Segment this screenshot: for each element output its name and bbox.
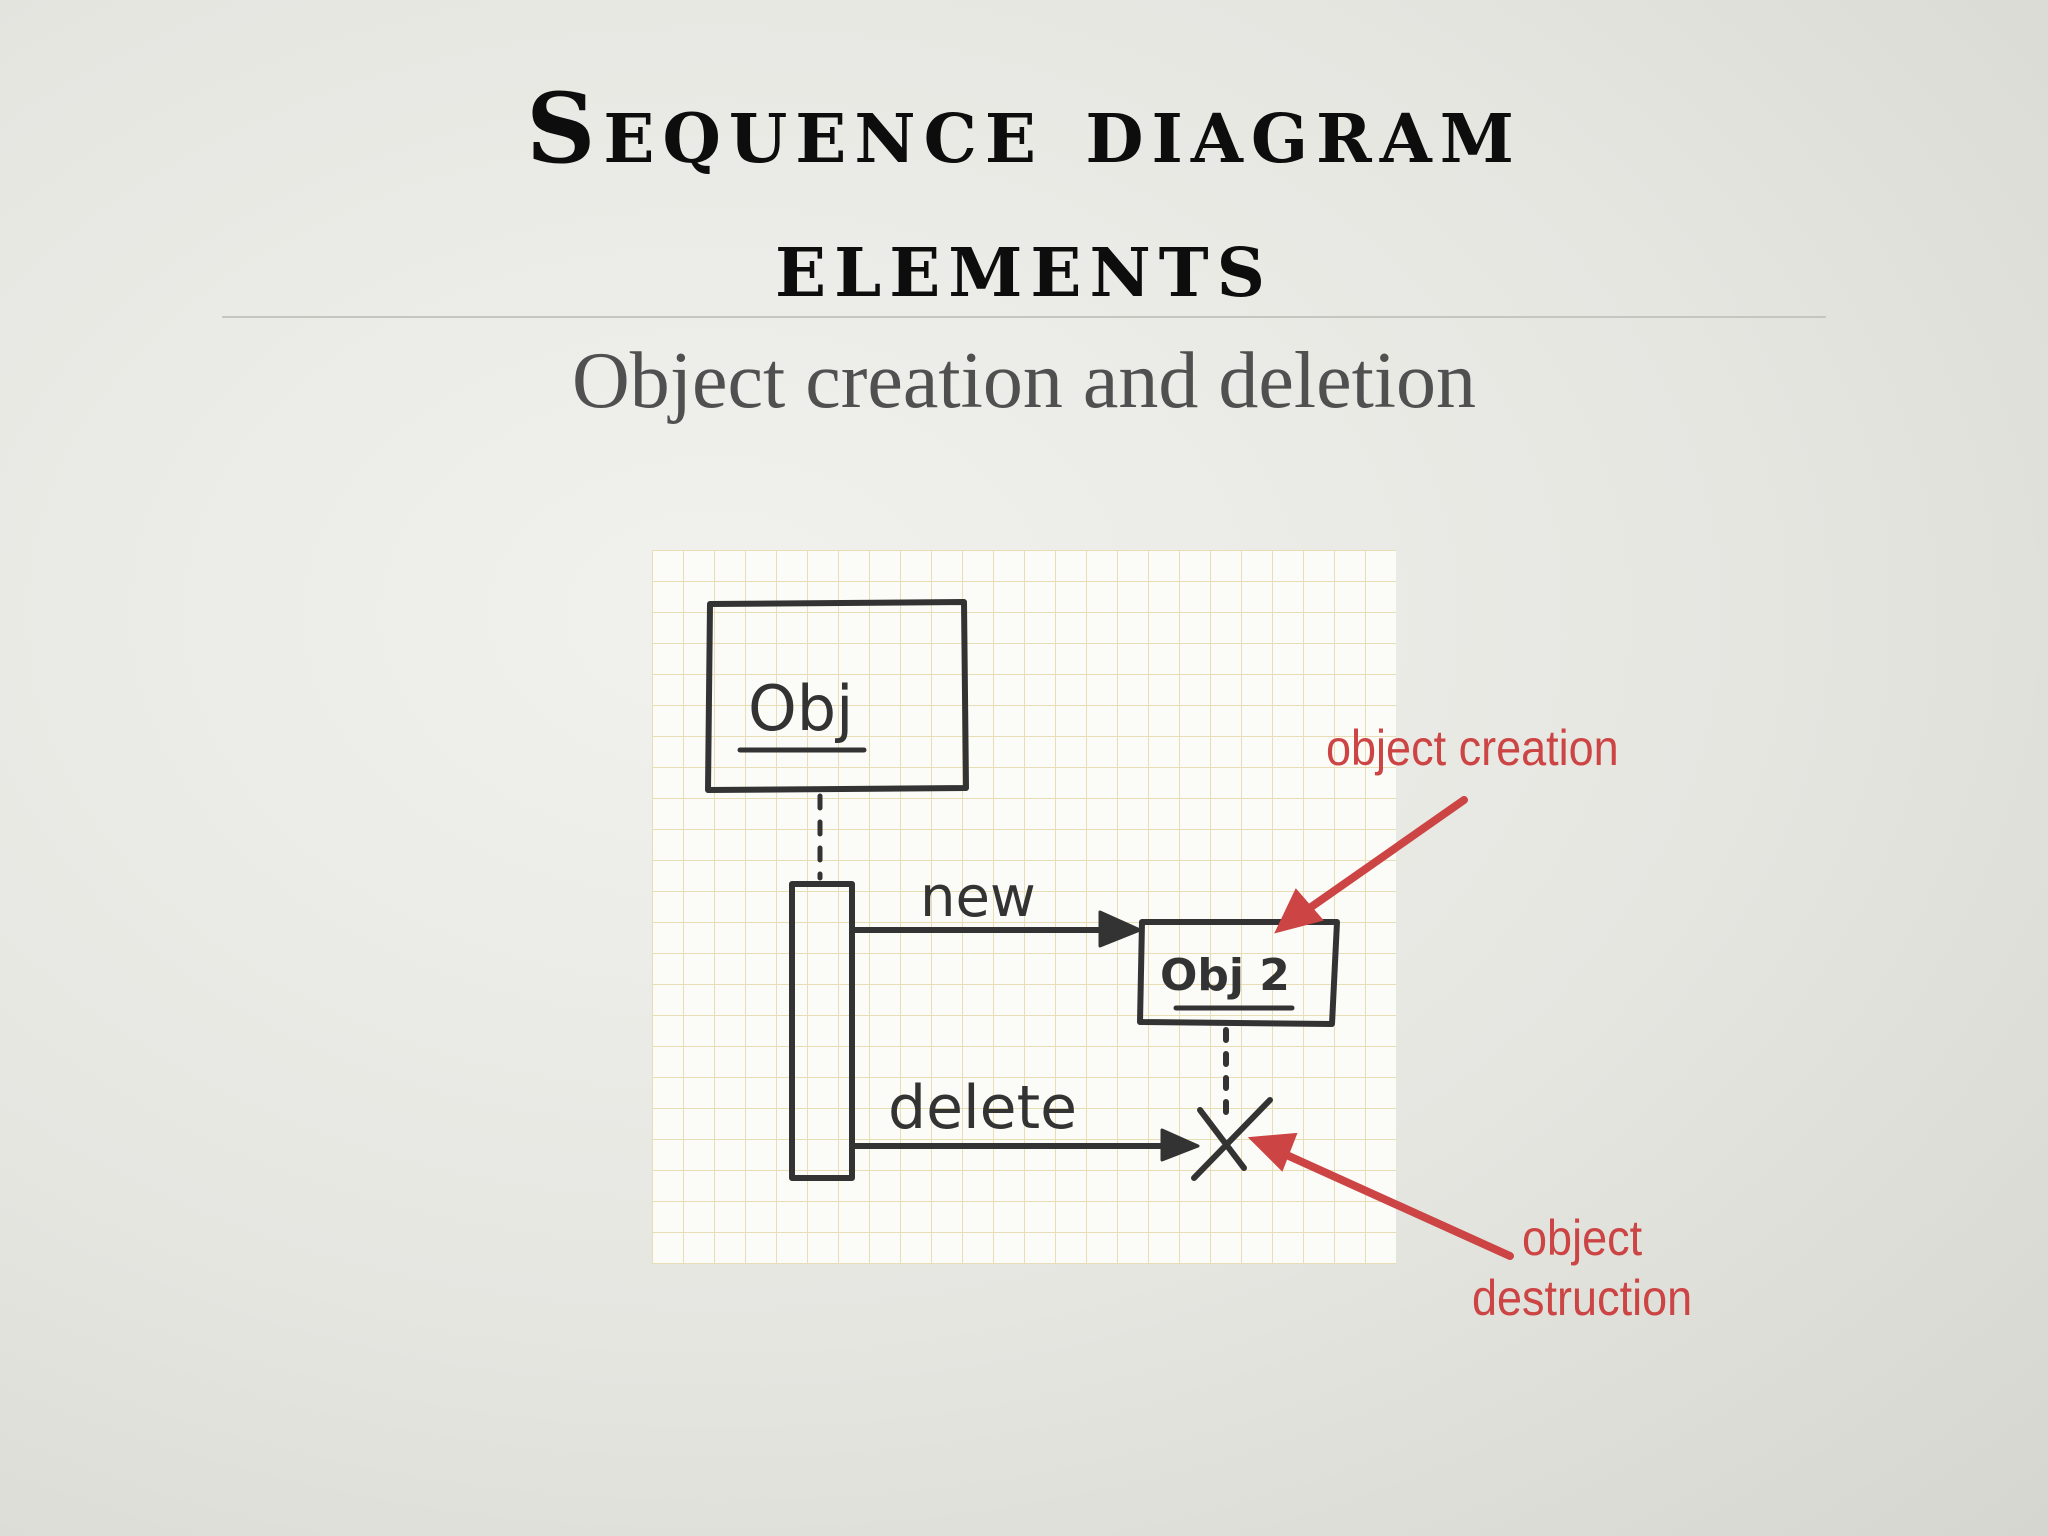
object-destruction-annotation: object destruction xyxy=(1472,1208,1692,1328)
message-delete-label: delete xyxy=(888,1073,1077,1143)
lifeline-object-box xyxy=(705,599,969,793)
lifeline-object-label: Obj xyxy=(748,672,853,745)
sequence-diagram-photo: Obj Obj 2 new delete xyxy=(652,550,1396,1264)
object-creation-annotation: object creation xyxy=(1326,720,1619,776)
object-destruction-line-1: object xyxy=(1522,1210,1643,1266)
slide-title: Sequence diagram elements xyxy=(0,62,2048,330)
destruction-x-icon xyxy=(1191,1097,1273,1181)
activation-bar xyxy=(789,881,855,1181)
slide-title-line-1: Sequence diagram xyxy=(526,72,1522,185)
object-destruction-line-2: destruction xyxy=(1472,1270,1693,1326)
created-object-label: Obj 2 xyxy=(1160,950,1290,1001)
created-object-box xyxy=(1137,919,1340,1027)
title-divider xyxy=(222,316,1826,318)
message-new-label: new xyxy=(920,865,1036,930)
slide-subtitle: Object creation and deletion xyxy=(571,337,1477,425)
slide-title-line-2: elements xyxy=(775,206,1273,319)
